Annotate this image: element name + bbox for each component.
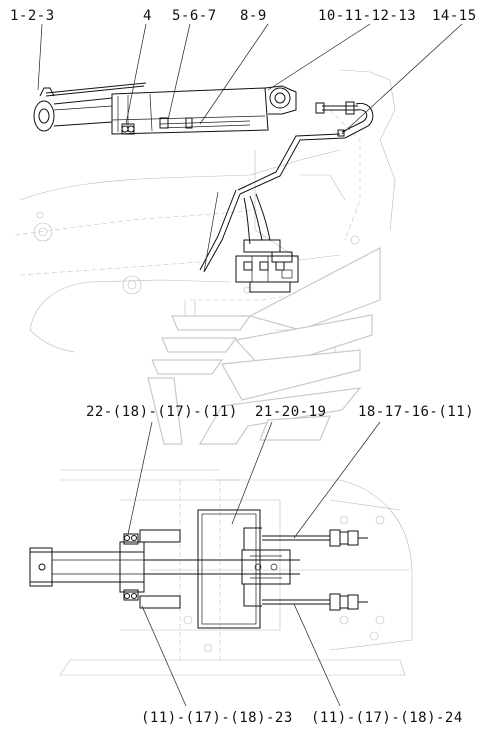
- callout-22-18-17-11: 22-(18)-(17)-(11): [86, 404, 238, 420]
- control-valve: [235, 239, 299, 293]
- callout-21-20-19: 21-20-19: [255, 404, 327, 420]
- machine-frame-outline-bottom: [59, 469, 413, 676]
- callout-11-17-18-24: (11)-(17)-(18)-24: [311, 710, 463, 726]
- callout-8-9: 8-9: [240, 8, 267, 24]
- callout-11-17-18-23: (11)-(17)-(18)-23: [141, 710, 293, 726]
- callout-4: 4: [143, 8, 152, 24]
- callout-10-11-12-13: 10-11-12-13: [318, 8, 417, 24]
- callout-5-6-7: 5-6-7: [172, 8, 217, 24]
- callout-14-15: 14-15: [432, 8, 477, 24]
- hose-routing: [199, 101, 374, 273]
- boom-cylinder-assembly: [33, 82, 297, 135]
- leader-lines: [37, 23, 463, 707]
- lower-cylinder-assembly: [29, 509, 368, 629]
- callout-1-2-3: 1-2-3: [10, 8, 55, 24]
- machine-frame-outline-top: [14, 69, 396, 360]
- callout-18-17-16-11: 18-17-16-(11): [358, 404, 475, 420]
- watermark-logo: [147, 247, 381, 445]
